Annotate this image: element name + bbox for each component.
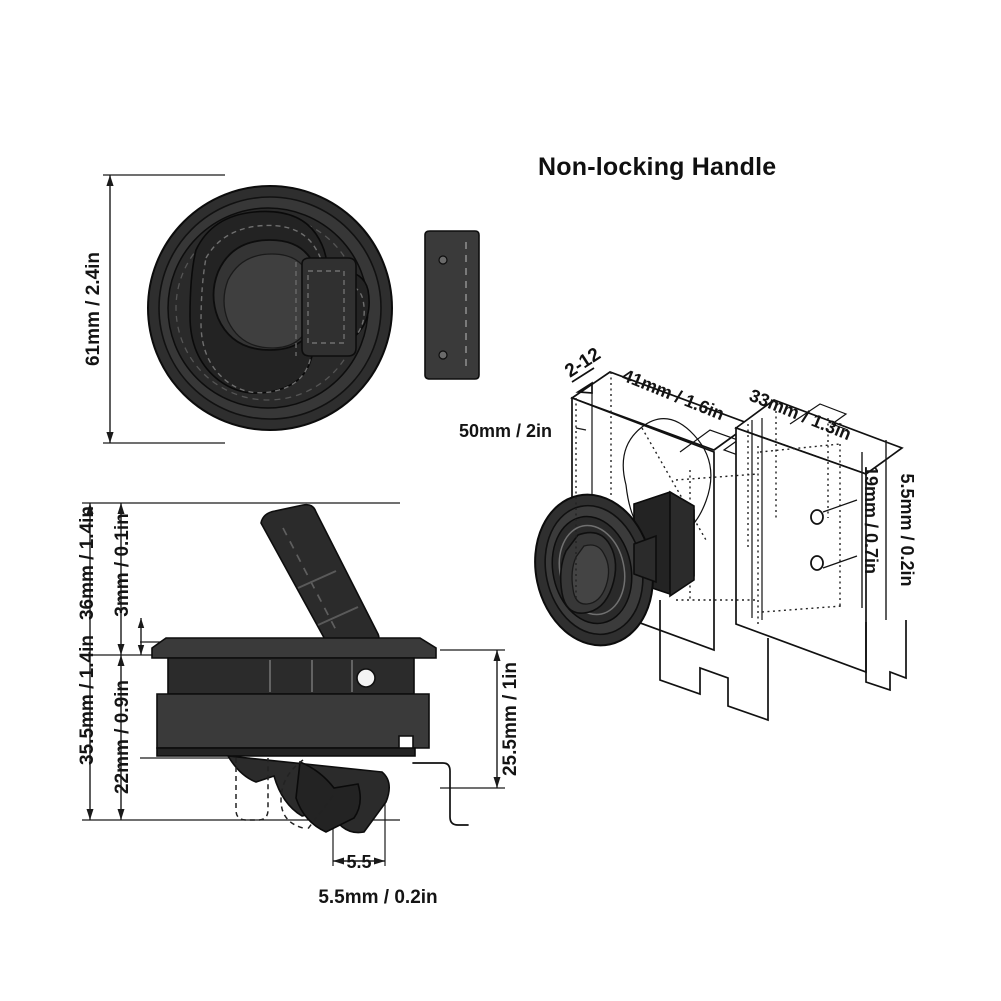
lever-crossbar-2 xyxy=(317,606,359,626)
latch-shank-side xyxy=(669,490,695,598)
hidden-cam-arc xyxy=(280,759,304,829)
lever-crossbar-1 xyxy=(297,570,337,589)
lever-rib-dashed xyxy=(282,527,337,631)
latch-tongue-dashed xyxy=(307,270,345,344)
screw-hole-bottom xyxy=(810,555,824,571)
hidden-post-left xyxy=(235,758,269,821)
latch-pull-ring-iso-inner xyxy=(571,544,610,605)
dimension-label-panel-thickness: 5.5mm / 0.2in xyxy=(897,473,917,586)
dimension-label-cam-offset: 25.5mm / 1in xyxy=(500,662,521,776)
front-face-view: 61mm / 2.4in xyxy=(83,174,480,444)
installation-projection-lines xyxy=(675,443,843,626)
screw-hole-top xyxy=(810,509,824,525)
panel-bottom-skirt xyxy=(659,600,769,722)
tab-hole-top xyxy=(438,255,448,265)
mounting-tab xyxy=(424,230,480,380)
arrowhead-down xyxy=(106,432,114,443)
barrel-main-body xyxy=(156,693,430,749)
latch-iso-body xyxy=(534,418,712,647)
drawing-title: Non-locking Handle xyxy=(538,153,776,181)
cam-assembly xyxy=(226,755,390,834)
arrowhead-up xyxy=(106,175,114,186)
dim-leader-50mm xyxy=(575,427,587,431)
dimension-label-barrel-depth: 22mm / 0.9in xyxy=(112,680,133,794)
latch-hook-bracket xyxy=(412,762,469,826)
barrel-upper xyxy=(167,657,415,695)
dimension-label-body-depth: 36mm / 1.4in xyxy=(77,506,98,620)
dimension-label-cam-width: 5.5mm / 0.2in xyxy=(318,887,437,908)
dimension-label-front-height: 61mm / 2.4in xyxy=(83,252,104,366)
tab-hole-bottom xyxy=(438,350,448,360)
hidden-cam-edge xyxy=(306,795,334,831)
side-section-view: 35.5mm / 1.4in 36mm / 1.4in 3mm / 0.1in … xyxy=(77,502,521,908)
flange-plate xyxy=(151,637,437,659)
latch-tab-iso xyxy=(633,534,657,584)
pivot-hole xyxy=(356,668,376,688)
dimension-label-flange-thickness: 3mm / 0.1in xyxy=(112,513,133,617)
pull-ring-inner xyxy=(223,253,315,349)
screw-holes xyxy=(810,499,858,571)
dimension-label-cam-width-short: 5.5 xyxy=(346,852,371,872)
panel-right-skirt xyxy=(865,620,907,692)
barrel-base-lip xyxy=(156,747,416,757)
front-dimension-lines xyxy=(103,174,225,444)
callout-arrow-2-12 xyxy=(575,381,593,394)
dimension-label-thread-callout: 2-12 xyxy=(561,344,604,382)
handle-lever xyxy=(260,503,380,661)
dimension-label-overall-depth: 35.5mm / 1.4in xyxy=(77,635,98,765)
dimension-label-cutout-diameter: 50mm / 2in xyxy=(459,421,552,441)
latch-tongue-block xyxy=(301,257,357,357)
callout-leader-2-12 xyxy=(571,367,595,383)
dimension-label-screw-spacing: 19mm / 0.7in xyxy=(861,466,881,574)
isometric-cutout-installation-view: 50mm / 2in 41mm / 1.6in 33mm / 1.3in 2-1… xyxy=(459,344,917,722)
